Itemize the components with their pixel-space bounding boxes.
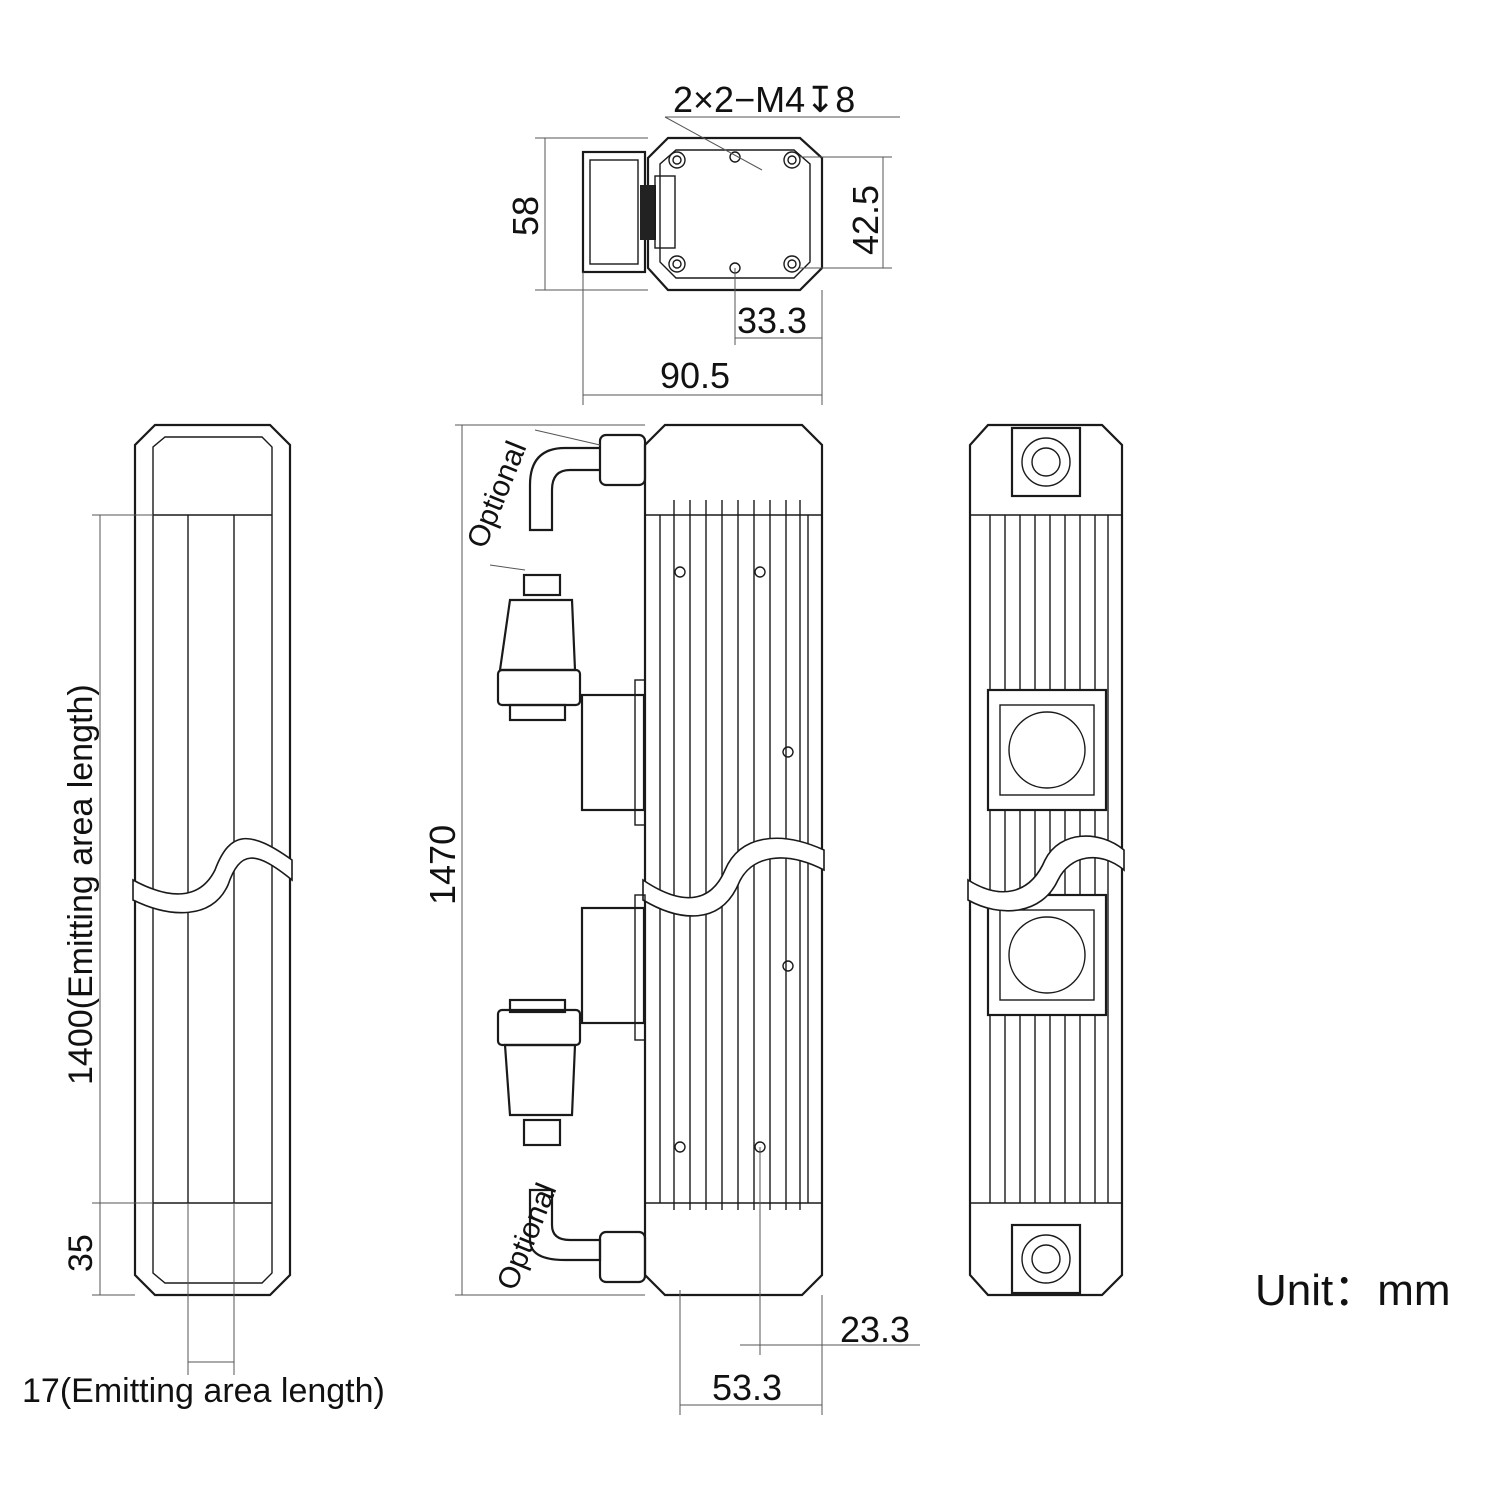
unit-label: Unit：mm: [1255, 1266, 1451, 1315]
dim-58: 58: [505, 196, 546, 236]
dim-53-3: 53.3: [712, 1367, 782, 1408]
optional-label-bottom: Optional: [491, 1179, 563, 1295]
side-view: [92, 423, 293, 1375]
optional-label-top: Optional: [461, 437, 533, 553]
dim-90-5: 90.5: [660, 355, 730, 396]
dim-23-3: 23.3: [840, 1309, 910, 1350]
hole-callout-label: 2×2−M4↧8: [673, 79, 855, 120]
front-view: [455, 423, 920, 1415]
dim-35: 35: [62, 1234, 100, 1272]
back-view: [967, 423, 1125, 1297]
dim-42-5: 42.5: [845, 185, 886, 255]
dim-1400-emitting-length: 1400(Emitting area length): [62, 684, 100, 1085]
top-view: [535, 116, 900, 405]
dim-33-3: 33.3: [737, 300, 807, 341]
dim-17-emitting-width: 17(Emitting area length): [22, 1372, 385, 1410]
dim-1470: 1470: [422, 825, 463, 905]
